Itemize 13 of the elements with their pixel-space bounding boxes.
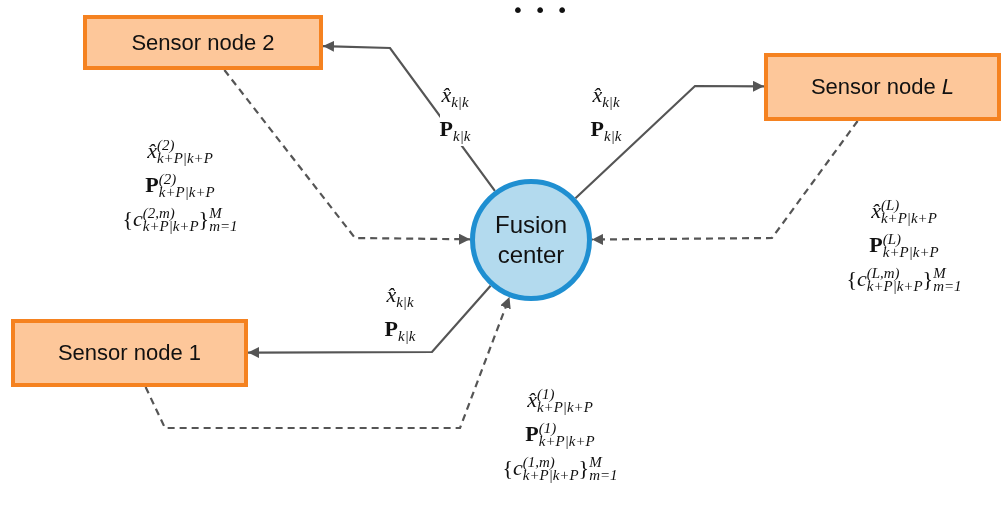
ellipsis-label: • • • xyxy=(512,0,571,22)
dashed-arrow xyxy=(144,296,511,430)
dashed-arrow xyxy=(592,120,859,245)
sensor-box xyxy=(764,53,1001,121)
sensor-box xyxy=(11,319,248,387)
arrow xyxy=(574,80,764,200)
arrow xyxy=(248,284,492,359)
sensor-box xyxy=(83,15,323,70)
node-label: Fusion center xyxy=(493,210,568,270)
node-label: Sensor node 2 xyxy=(131,29,275,56)
node-label: Sensor node 1 xyxy=(57,340,202,366)
node-label: Sensor node L xyxy=(810,74,955,100)
dashed-arrow xyxy=(223,69,470,245)
